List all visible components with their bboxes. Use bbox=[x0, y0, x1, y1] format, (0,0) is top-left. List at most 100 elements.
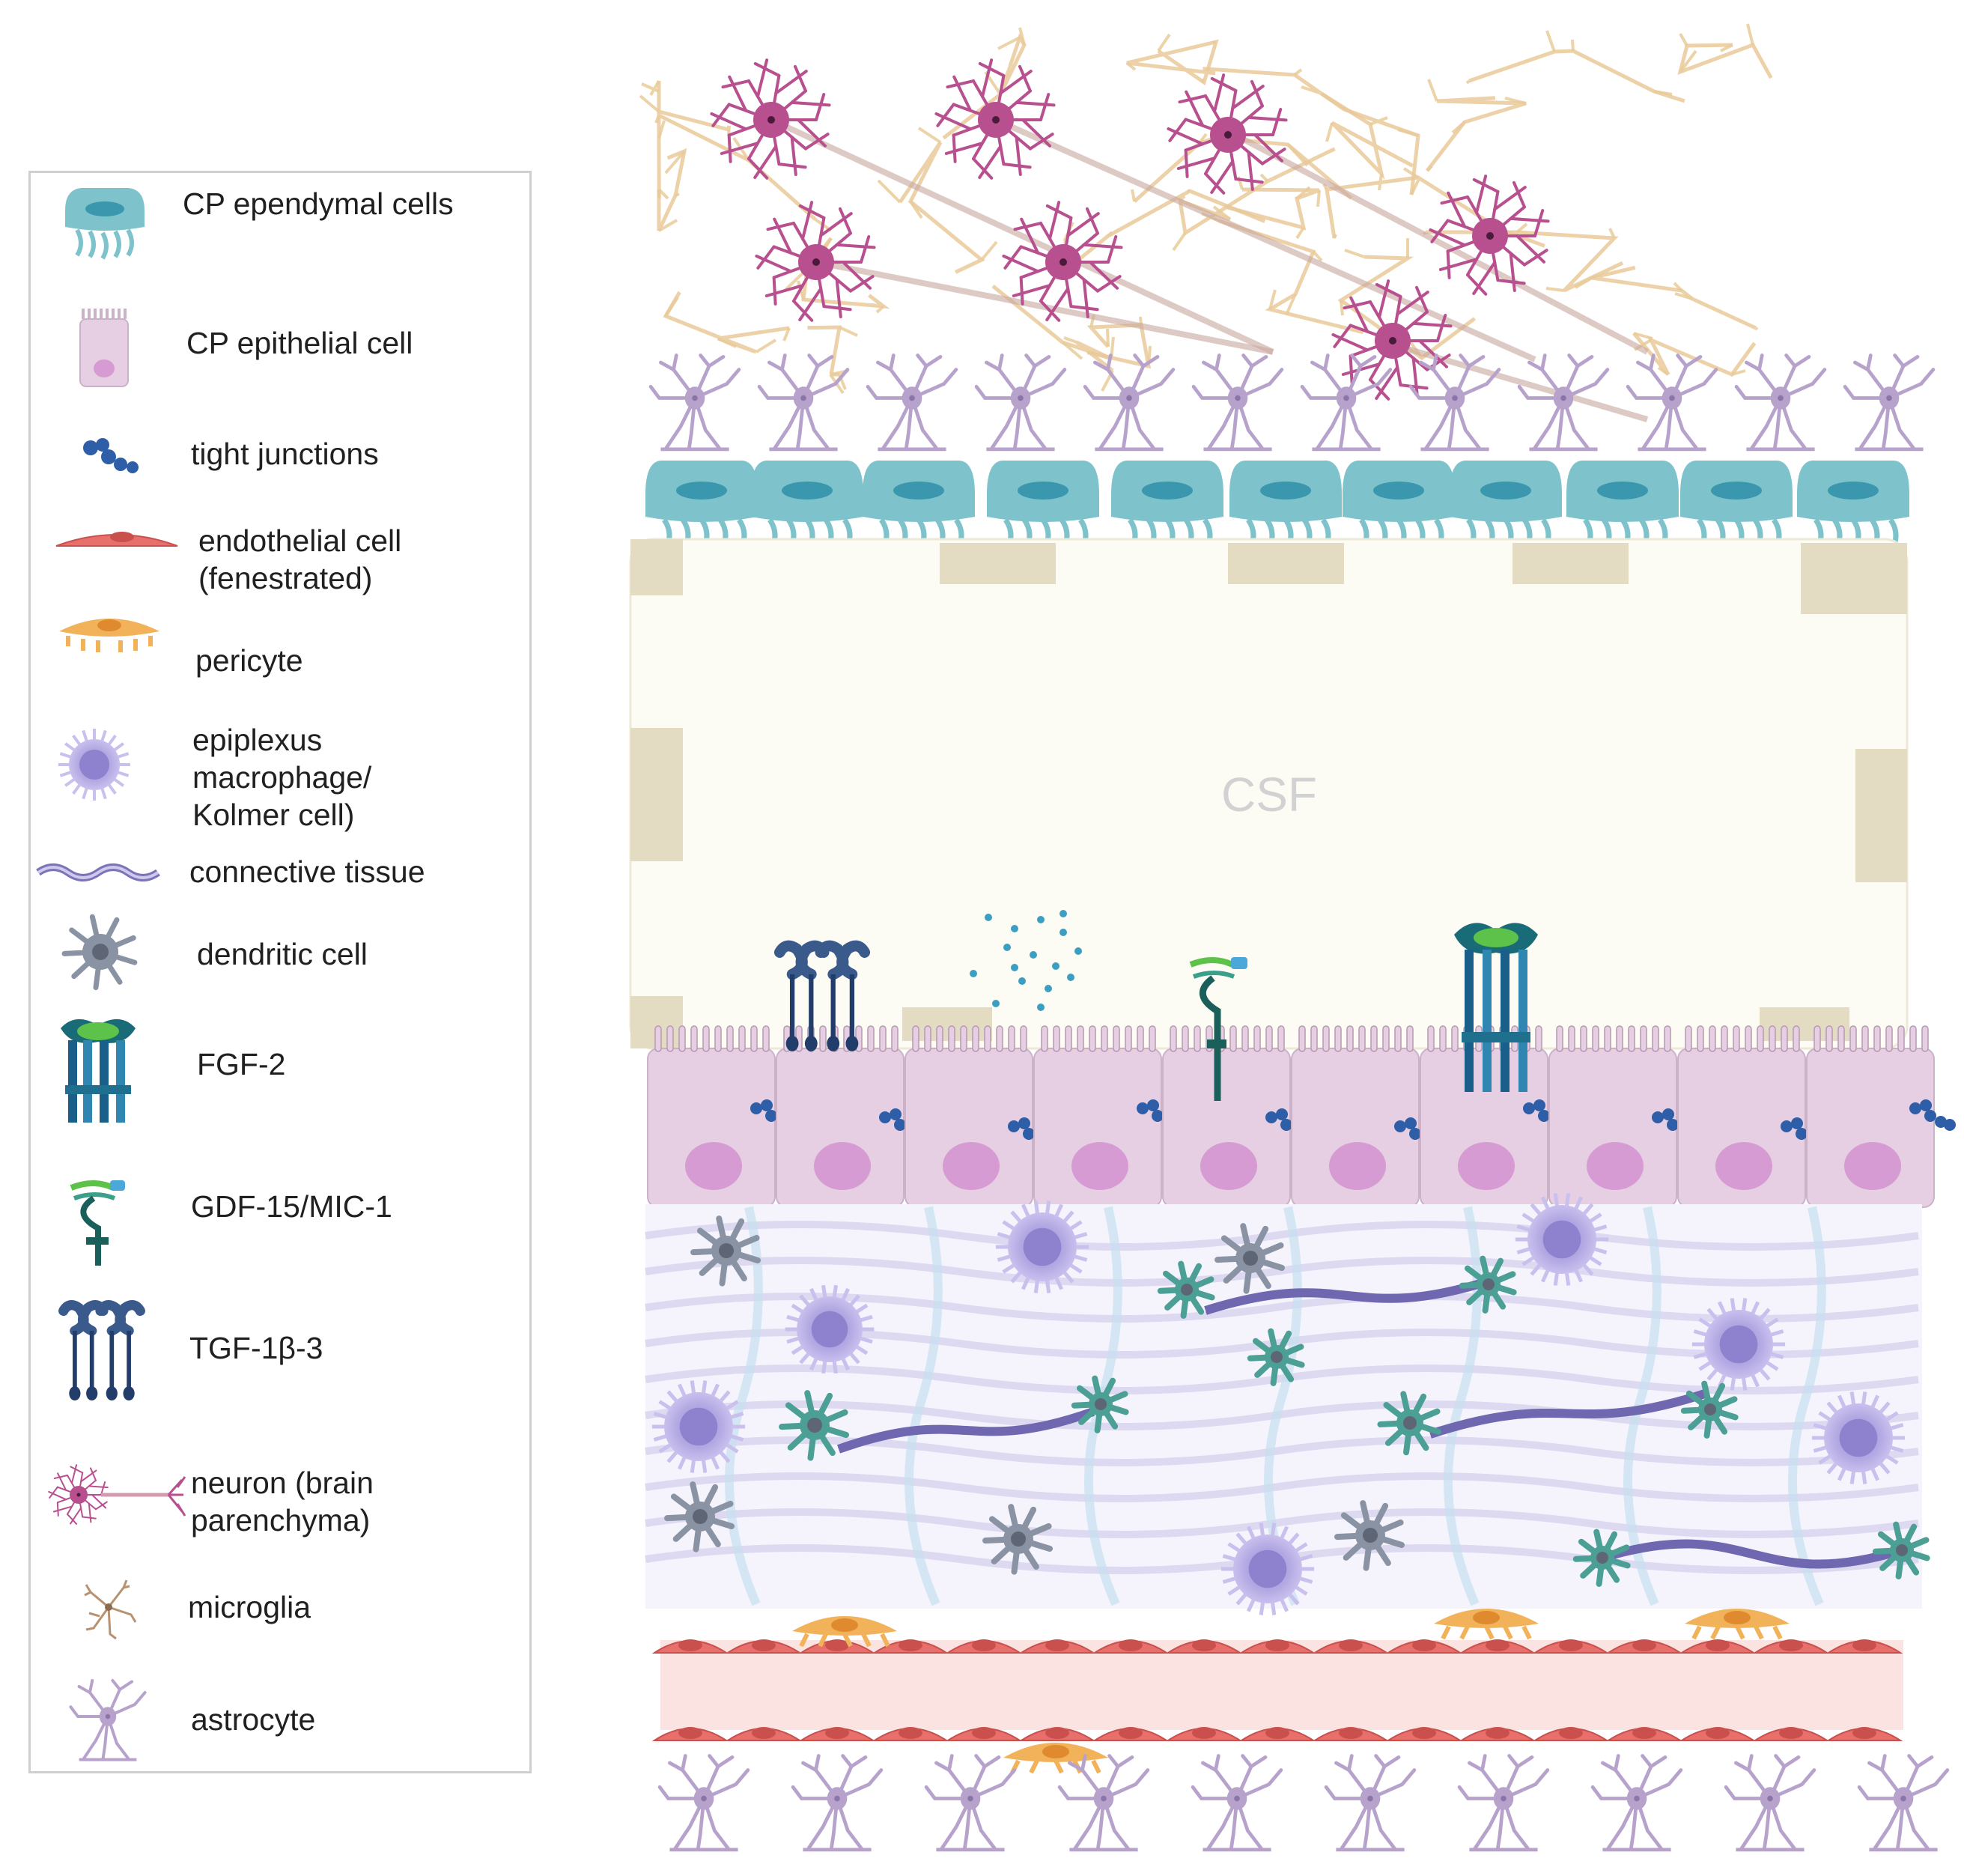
neuron-2 bbox=[1167, 73, 1288, 195]
endothelial-cell-0-9 bbox=[1312, 1639, 1390, 1654]
microglia-branch bbox=[1545, 287, 1565, 292]
microglia-branch bbox=[1316, 189, 1321, 207]
endothelial-cell-1-8 bbox=[1238, 1727, 1316, 1741]
secreted-particle-10 bbox=[1045, 985, 1052, 992]
microglia-branch bbox=[1295, 226, 1305, 240]
ependymal-cell-4 bbox=[1111, 460, 1223, 554]
microglia-branch bbox=[980, 240, 998, 261]
astrocyte-row-top bbox=[648, 353, 1936, 452]
endothelial-cell-1-3 bbox=[872, 1727, 949, 1741]
macrophage-0 bbox=[995, 1200, 1089, 1293]
microglia-branch bbox=[1157, 33, 1171, 52]
legend-tgf-shape bbox=[58, 1300, 145, 1401]
gdf15-receptor-icon bbox=[70, 1180, 125, 1266]
endothelial-cell-0-10 bbox=[1385, 1639, 1463, 1654]
fiber-bundle-1 bbox=[645, 1257, 1919, 1287]
endothelial-cell-0-15 bbox=[1752, 1639, 1830, 1654]
microglia-branch bbox=[1679, 33, 1688, 46]
endothelial-cell-1-1 bbox=[725, 1727, 803, 1741]
microglia-branch bbox=[917, 127, 942, 144]
pericyte-0 bbox=[792, 1616, 897, 1648]
legend-label-ependymal: CP ependymal cells bbox=[183, 186, 454, 221]
legend-label-connective: connective tissue bbox=[189, 854, 425, 889]
epithelial-cell-5 bbox=[1291, 1025, 1441, 1208]
microglia-network bbox=[639, 23, 1773, 422]
microglia-branch bbox=[639, 94, 660, 113]
endothelial-cell-1-15 bbox=[1752, 1727, 1830, 1741]
endothelial-cell-1-13 bbox=[1605, 1727, 1683, 1741]
microglia-process bbox=[657, 81, 732, 133]
endothelial-cell-0-12 bbox=[1532, 1639, 1610, 1654]
microglia-branch bbox=[1545, 30, 1556, 52]
legend-label-epithelial: CP epithelial cell bbox=[186, 326, 413, 360]
microglia-process bbox=[1426, 96, 1527, 172]
vertical-fiber-0 bbox=[725, 1206, 763, 1606]
microglia-process bbox=[942, 33, 1027, 140]
axon bbox=[770, 117, 1274, 355]
microglia-branch bbox=[839, 326, 858, 337]
fibroblast-8 bbox=[1872, 1521, 1930, 1579]
secreted-particle-15 bbox=[1059, 910, 1067, 917]
endothelial-cell-1-6 bbox=[1092, 1727, 1170, 1741]
vertical-fiber-4 bbox=[1444, 1206, 1482, 1606]
epithelial-cell-3 bbox=[1033, 1025, 1183, 1208]
microglia-branch bbox=[1427, 79, 1438, 102]
endothelial-cell-0-16 bbox=[1825, 1639, 1903, 1654]
macrophage-4 bbox=[651, 1380, 746, 1473]
gdf15-receptor bbox=[1189, 957, 1247, 1101]
secreted-particle-1 bbox=[1011, 925, 1018, 932]
astrocyte-top-8 bbox=[1517, 353, 1610, 452]
fibroblast-3 bbox=[779, 1390, 850, 1461]
endothelial-cell-1-12 bbox=[1532, 1727, 1610, 1741]
neuron-3 bbox=[755, 201, 876, 322]
microglia-process bbox=[1632, 332, 1757, 377]
microglia-process bbox=[657, 112, 817, 221]
astrocyte-top-7 bbox=[1408, 353, 1501, 452]
astrocyte-bottom-7 bbox=[1590, 1754, 1683, 1852]
neuron-4 bbox=[1002, 201, 1123, 322]
astrocyte-top-3 bbox=[974, 353, 1067, 452]
epithelial-cell-9 bbox=[1806, 1025, 1956, 1208]
csf-label: CSF bbox=[1221, 768, 1317, 822]
ependymal-cell-row bbox=[645, 460, 1909, 554]
astrocyte-top-1 bbox=[757, 353, 850, 452]
astrocyte-top-10 bbox=[1734, 353, 1827, 452]
legend-label-macrophage: epiplexus macrophage/ Kolmer cell) bbox=[192, 723, 372, 832]
epithelial-cell-4 bbox=[1162, 1025, 1312, 1208]
endothelial-cell-0-5 bbox=[1018, 1639, 1096, 1654]
tight-junction-icon bbox=[83, 438, 139, 473]
neuron-icon bbox=[48, 1464, 186, 1525]
astrocyte-top-5 bbox=[1191, 353, 1284, 452]
fibroblast-6 bbox=[1680, 1380, 1739, 1439]
receptor-group bbox=[773, 923, 1538, 1101]
endothelial-cell-rows bbox=[651, 1639, 1903, 1741]
collagen-strand-0 bbox=[837, 1407, 1095, 1454]
endothelial-cell-1-7 bbox=[1165, 1727, 1243, 1741]
fibroblast-5 bbox=[1377, 1391, 1441, 1456]
microglia-process bbox=[1226, 187, 1320, 231]
secreted-particle-0 bbox=[985, 914, 992, 921]
secreted-particles bbox=[970, 910, 1082, 1011]
epithelial-cell-6 bbox=[1420, 1025, 1569, 1208]
dendritic-cell-4 bbox=[1334, 1500, 1405, 1571]
astrocyte-bottom-3 bbox=[1057, 1754, 1150, 1852]
secreted-particle-3 bbox=[1059, 929, 1067, 936]
legend-label-tgf: TGF-1β-3 bbox=[189, 1331, 323, 1365]
microglia-branch bbox=[1369, 116, 1388, 126]
microglia-process bbox=[1677, 42, 1773, 79]
microglia-branch bbox=[877, 179, 902, 204]
epithelial-cell-2 bbox=[905, 1025, 1054, 1208]
secreted-particle-6 bbox=[1052, 962, 1059, 970]
neuron-0 bbox=[710, 58, 831, 180]
secreted-particle-2 bbox=[1037, 916, 1045, 923]
endothelial-cell-0-13 bbox=[1605, 1639, 1683, 1654]
endothelial-cell-0-11 bbox=[1459, 1639, 1536, 1654]
neuron-5 bbox=[1429, 174, 1550, 296]
astrocyte-top-0 bbox=[648, 353, 741, 452]
tgf-receptor bbox=[773, 940, 871, 1051]
astrocyte-bottom-0 bbox=[657, 1754, 750, 1852]
microglia-process bbox=[807, 325, 842, 377]
legend-panel: CP ependymal cells CP epithelial cell ti… bbox=[28, 171, 532, 1773]
pericyte-icon bbox=[59, 619, 159, 652]
legend-label-tight-junctions: tight junctions bbox=[191, 437, 379, 471]
